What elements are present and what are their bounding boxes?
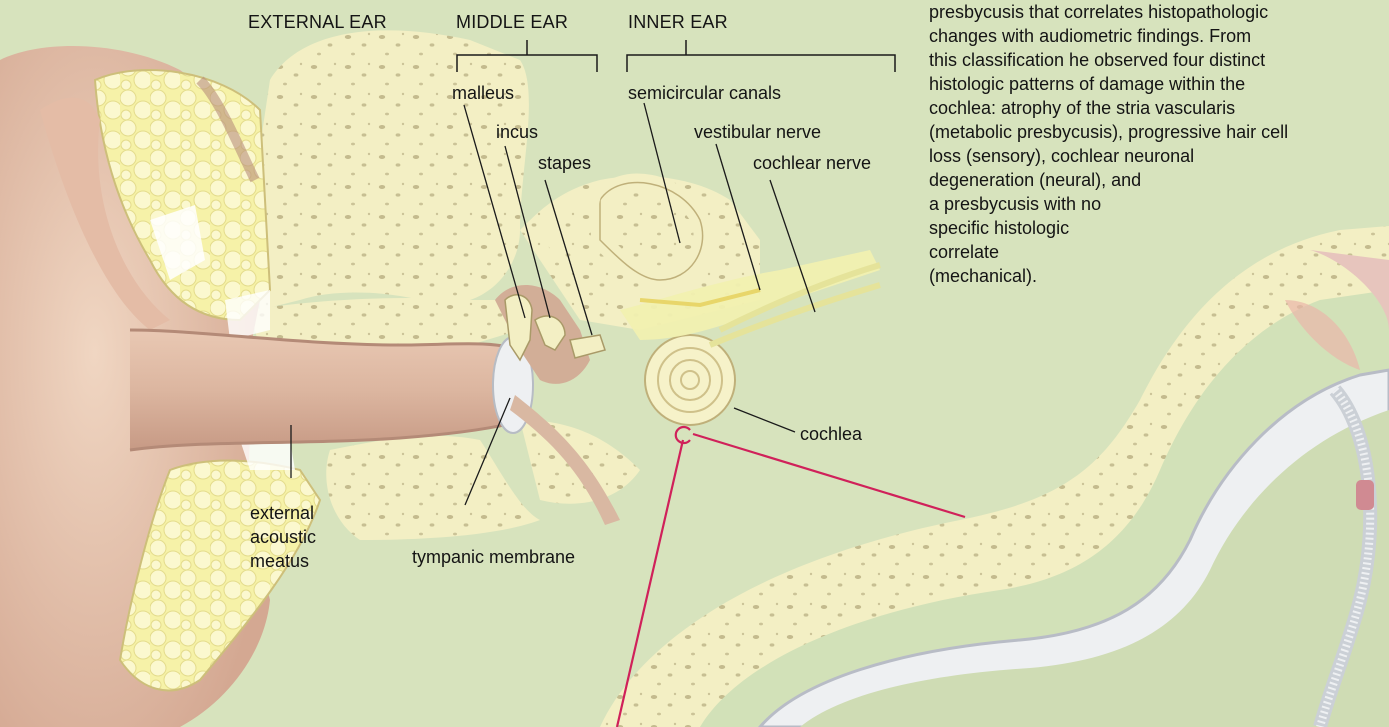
temporal-bone	[250, 30, 760, 540]
caption-line: presbycusis that correlates histopatholo…	[929, 0, 1374, 24]
caption-line: loss (sensory), cochlear neuronal	[929, 144, 1374, 168]
inner-ear-heading: INNER EAR	[628, 11, 728, 33]
meatus-line-3: meatus	[250, 549, 316, 573]
cochlea-label: cochlea	[800, 423, 862, 445]
caption-line: (metabolic presbycusis), progressive hai…	[929, 120, 1374, 144]
caption-text: presbycusis that correlates histopatholo…	[929, 0, 1374, 288]
vestibular-nerve-label: vestibular nerve	[694, 121, 821, 143]
caption-line: histologic patterns of damage within the	[929, 72, 1374, 96]
caption-line: changes with audiometric findings. From	[929, 24, 1374, 48]
caption-line: this classification he observed four dis…	[929, 48, 1374, 72]
caption-line: (mechanical).	[929, 264, 1374, 288]
tympanic-membrane-label: tympanic membrane	[412, 546, 575, 568]
external-acoustic-meatus-label: external acoustic meatus	[250, 501, 316, 573]
malleus-label: malleus	[452, 82, 514, 104]
caption-line: a presbycusis with no	[929, 192, 1374, 216]
meatus-line-1: external	[250, 501, 316, 525]
ear-canal	[130, 330, 530, 450]
middle-ear-heading: MIDDLE EAR	[456, 11, 568, 33]
caption-line: degeneration (neural), and	[929, 168, 1374, 192]
meatus-line-2: acoustic	[250, 525, 316, 549]
stapes-label: stapes	[538, 152, 591, 174]
caption-line: specific histologic	[929, 216, 1374, 240]
caption-line: cochlea: atrophy of the stria vascularis	[929, 96, 1374, 120]
cochlear-nerve-label: cochlear nerve	[753, 152, 871, 174]
semicircular-canals-label: semicircular canals	[628, 82, 781, 104]
caption-line: correlate	[929, 240, 1374, 264]
incus-label: incus	[496, 121, 538, 143]
external-ear-heading: EXTERNAL EAR	[248, 11, 387, 33]
